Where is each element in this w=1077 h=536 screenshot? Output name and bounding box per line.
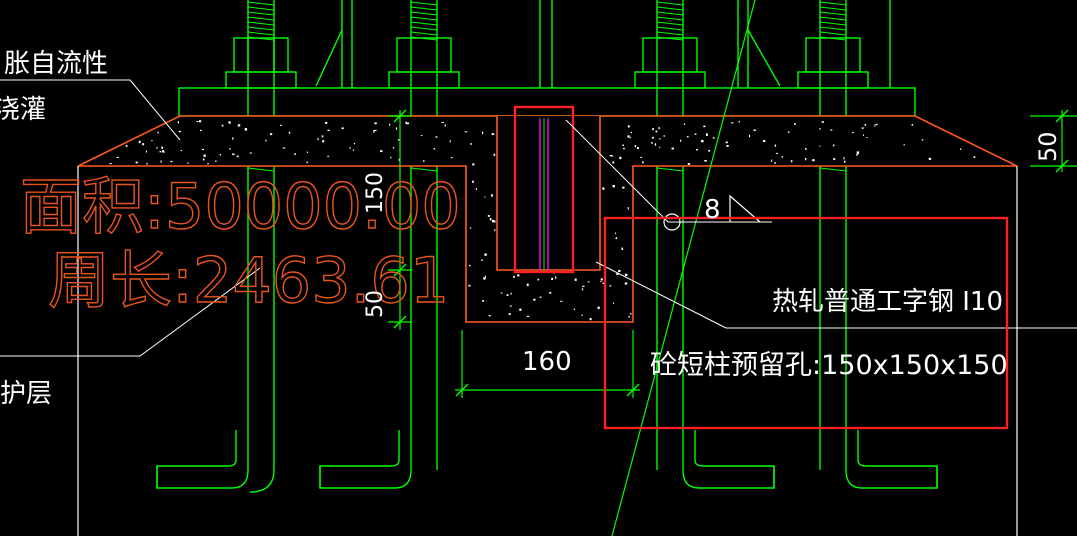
annotation-box xyxy=(603,216,1009,430)
steel-spec-label: 热轧普通工字钢 I10 xyxy=(772,287,1003,317)
weld-symbol-circle xyxy=(663,213,681,231)
dimension-lines xyxy=(388,110,1077,398)
label-top-left-2: 浇灌 xyxy=(0,95,46,125)
nut-group xyxy=(225,37,869,89)
area-readout: 面积:50000.00 xyxy=(20,170,461,243)
column-members xyxy=(315,0,891,88)
label-top-left-1: 胀自流性 xyxy=(4,49,108,79)
concrete-speckle xyxy=(109,120,976,321)
leader-lines xyxy=(0,79,1077,357)
dimension-160: 160 xyxy=(522,347,572,377)
dimension-50-right: 50 xyxy=(1034,131,1062,162)
perimeter-readout: 周长:2463.61 xyxy=(48,244,449,317)
dimension-ticks xyxy=(393,109,1069,397)
column-stub-highlight xyxy=(513,105,575,274)
weld-size-label: 8 xyxy=(704,195,721,225)
base-plate xyxy=(178,87,916,117)
hole-spec-label: 砼短柱预留孔:150x150x150 xyxy=(650,350,1008,381)
anchor-bolt-4 xyxy=(819,0,938,489)
anchor-bolt-1 xyxy=(156,0,275,493)
anchor-bolt-3 xyxy=(656,0,775,489)
label-left-bottom: 护层 xyxy=(0,379,52,409)
foundation-outline xyxy=(77,166,1018,536)
anchor-bolt-2 xyxy=(319,0,438,489)
dimension-50-vertical: 50 xyxy=(363,290,388,318)
i-beam-web xyxy=(539,118,549,270)
dimension-150: 150 xyxy=(363,172,388,214)
section-line xyxy=(611,0,756,536)
weld-symbol-triangle xyxy=(729,194,761,223)
